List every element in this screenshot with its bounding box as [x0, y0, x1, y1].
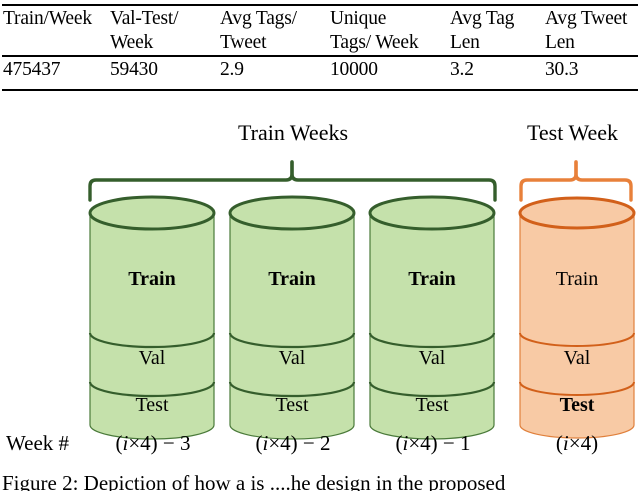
week-label-2: (i×4) − 2 [230, 428, 356, 458]
cylinder-1-segment-val: Val [138, 347, 166, 369]
week-label-4-prefix: ( [555, 431, 563, 455]
test-week-group-label: Test Week [527, 120, 618, 145]
week-label-3: (i×4) − 1 [370, 428, 496, 458]
cylinder-3-segment-train: Train [408, 268, 456, 290]
cylinder-week-2 [228, 195, 356, 440]
week-split-diagram: Train Weeks Test Week [0, 98, 640, 443]
week-label-2-var: i [262, 431, 269, 455]
table-rule-top [2, 4, 638, 6]
week-label-2-mult: ×4) [268, 431, 303, 455]
week-label-3-var: i [402, 431, 409, 455]
table-cell-train-per-week: 475437 [3, 59, 61, 80]
cylinder-4-segment-train: Train [555, 268, 599, 290]
cylinder-4-segment-test: Test [559, 394, 595, 416]
table-rule-mid [2, 55, 638, 57]
week-label-3-suffix: − 1 [442, 431, 471, 455]
table-header-avg-tag-len: Avg Tag Len [450, 8, 515, 53]
train-weeks-group-label: Train Weeks [237, 120, 349, 145]
week-label-1-suffix: − 3 [162, 431, 191, 455]
cylinder-1-segment-test: Test [135, 394, 169, 416]
table-cell-unique-tags-per-week: 10000 [330, 59, 378, 80]
table-cell-avg-tags-per-tweet: 2.9 [220, 59, 244, 80]
table-header-train-per-week: Train/Week [3, 8, 92, 29]
cylinder-2-segment-test: Test [275, 394, 309, 416]
cylinder-week-1 [88, 195, 216, 440]
figure-caption: Figure 2: Depiction of how a is ....he d… [2, 471, 506, 491]
test-week-bracket [519, 160, 633, 202]
diagram-vector-layer [88, 160, 636, 440]
cylinder-week-4 [518, 196, 636, 439]
cylinder-week-3 [368, 195, 496, 440]
week-label-1-var: i [122, 431, 129, 455]
table-rule-bottom [2, 89, 638, 91]
table-header-val-test-per-week: Val-Test/ Week [110, 8, 179, 53]
table-cell-avg-tweet-len: 30.3 [545, 59, 579, 80]
table-cell-avg-tag-len: 3.2 [450, 59, 474, 80]
table-header-avg-tags-per-tweet: Avg Tags/ Tweet [220, 8, 297, 53]
week-label-4-var: i [562, 431, 569, 455]
cylinder-3-segment-test: Test [415, 394, 449, 416]
week-label-3-prefix: ( [395, 431, 403, 455]
cylinder-1-segment-train: Train [128, 268, 176, 290]
cylinder-3-segment-val: Val [418, 347, 446, 369]
week-label-3-mult: ×4) [408, 431, 443, 455]
week-number-row: Week # (i×4) − 3 (i×4) − 2 (i×4) − 1 (i×… [0, 428, 640, 466]
table-header-avg-tweet-len: Avg Tweet Len [545, 8, 628, 53]
week-label-4-mult: ×4) [568, 431, 599, 455]
week-label-1-mult: ×4) [128, 431, 163, 455]
cylinder-2-segment-train: Train [268, 268, 316, 290]
table-cell-val-test-per-week: 59430 [110, 59, 158, 80]
table-header-unique-tags-per-week: Unique Tags/ Week [330, 8, 419, 53]
cylinder-4-segment-val: Val [563, 347, 591, 369]
stats-table: Train/Week Val-Test/ Week Avg Tags/ Twee… [0, 0, 640, 95]
week-number-row-label: Week # [6, 431, 70, 455]
train-weeks-bracket [88, 160, 497, 202]
cylinder-2-segment-val: Val [278, 347, 306, 369]
week-label-2-suffix: − 2 [302, 431, 331, 455]
week-label-4: (i×4) [519, 428, 635, 458]
week-label-2-prefix: ( [255, 431, 263, 455]
week-label-1-prefix: ( [115, 431, 123, 455]
week-label-1: (i×4) − 3 [90, 428, 216, 458]
